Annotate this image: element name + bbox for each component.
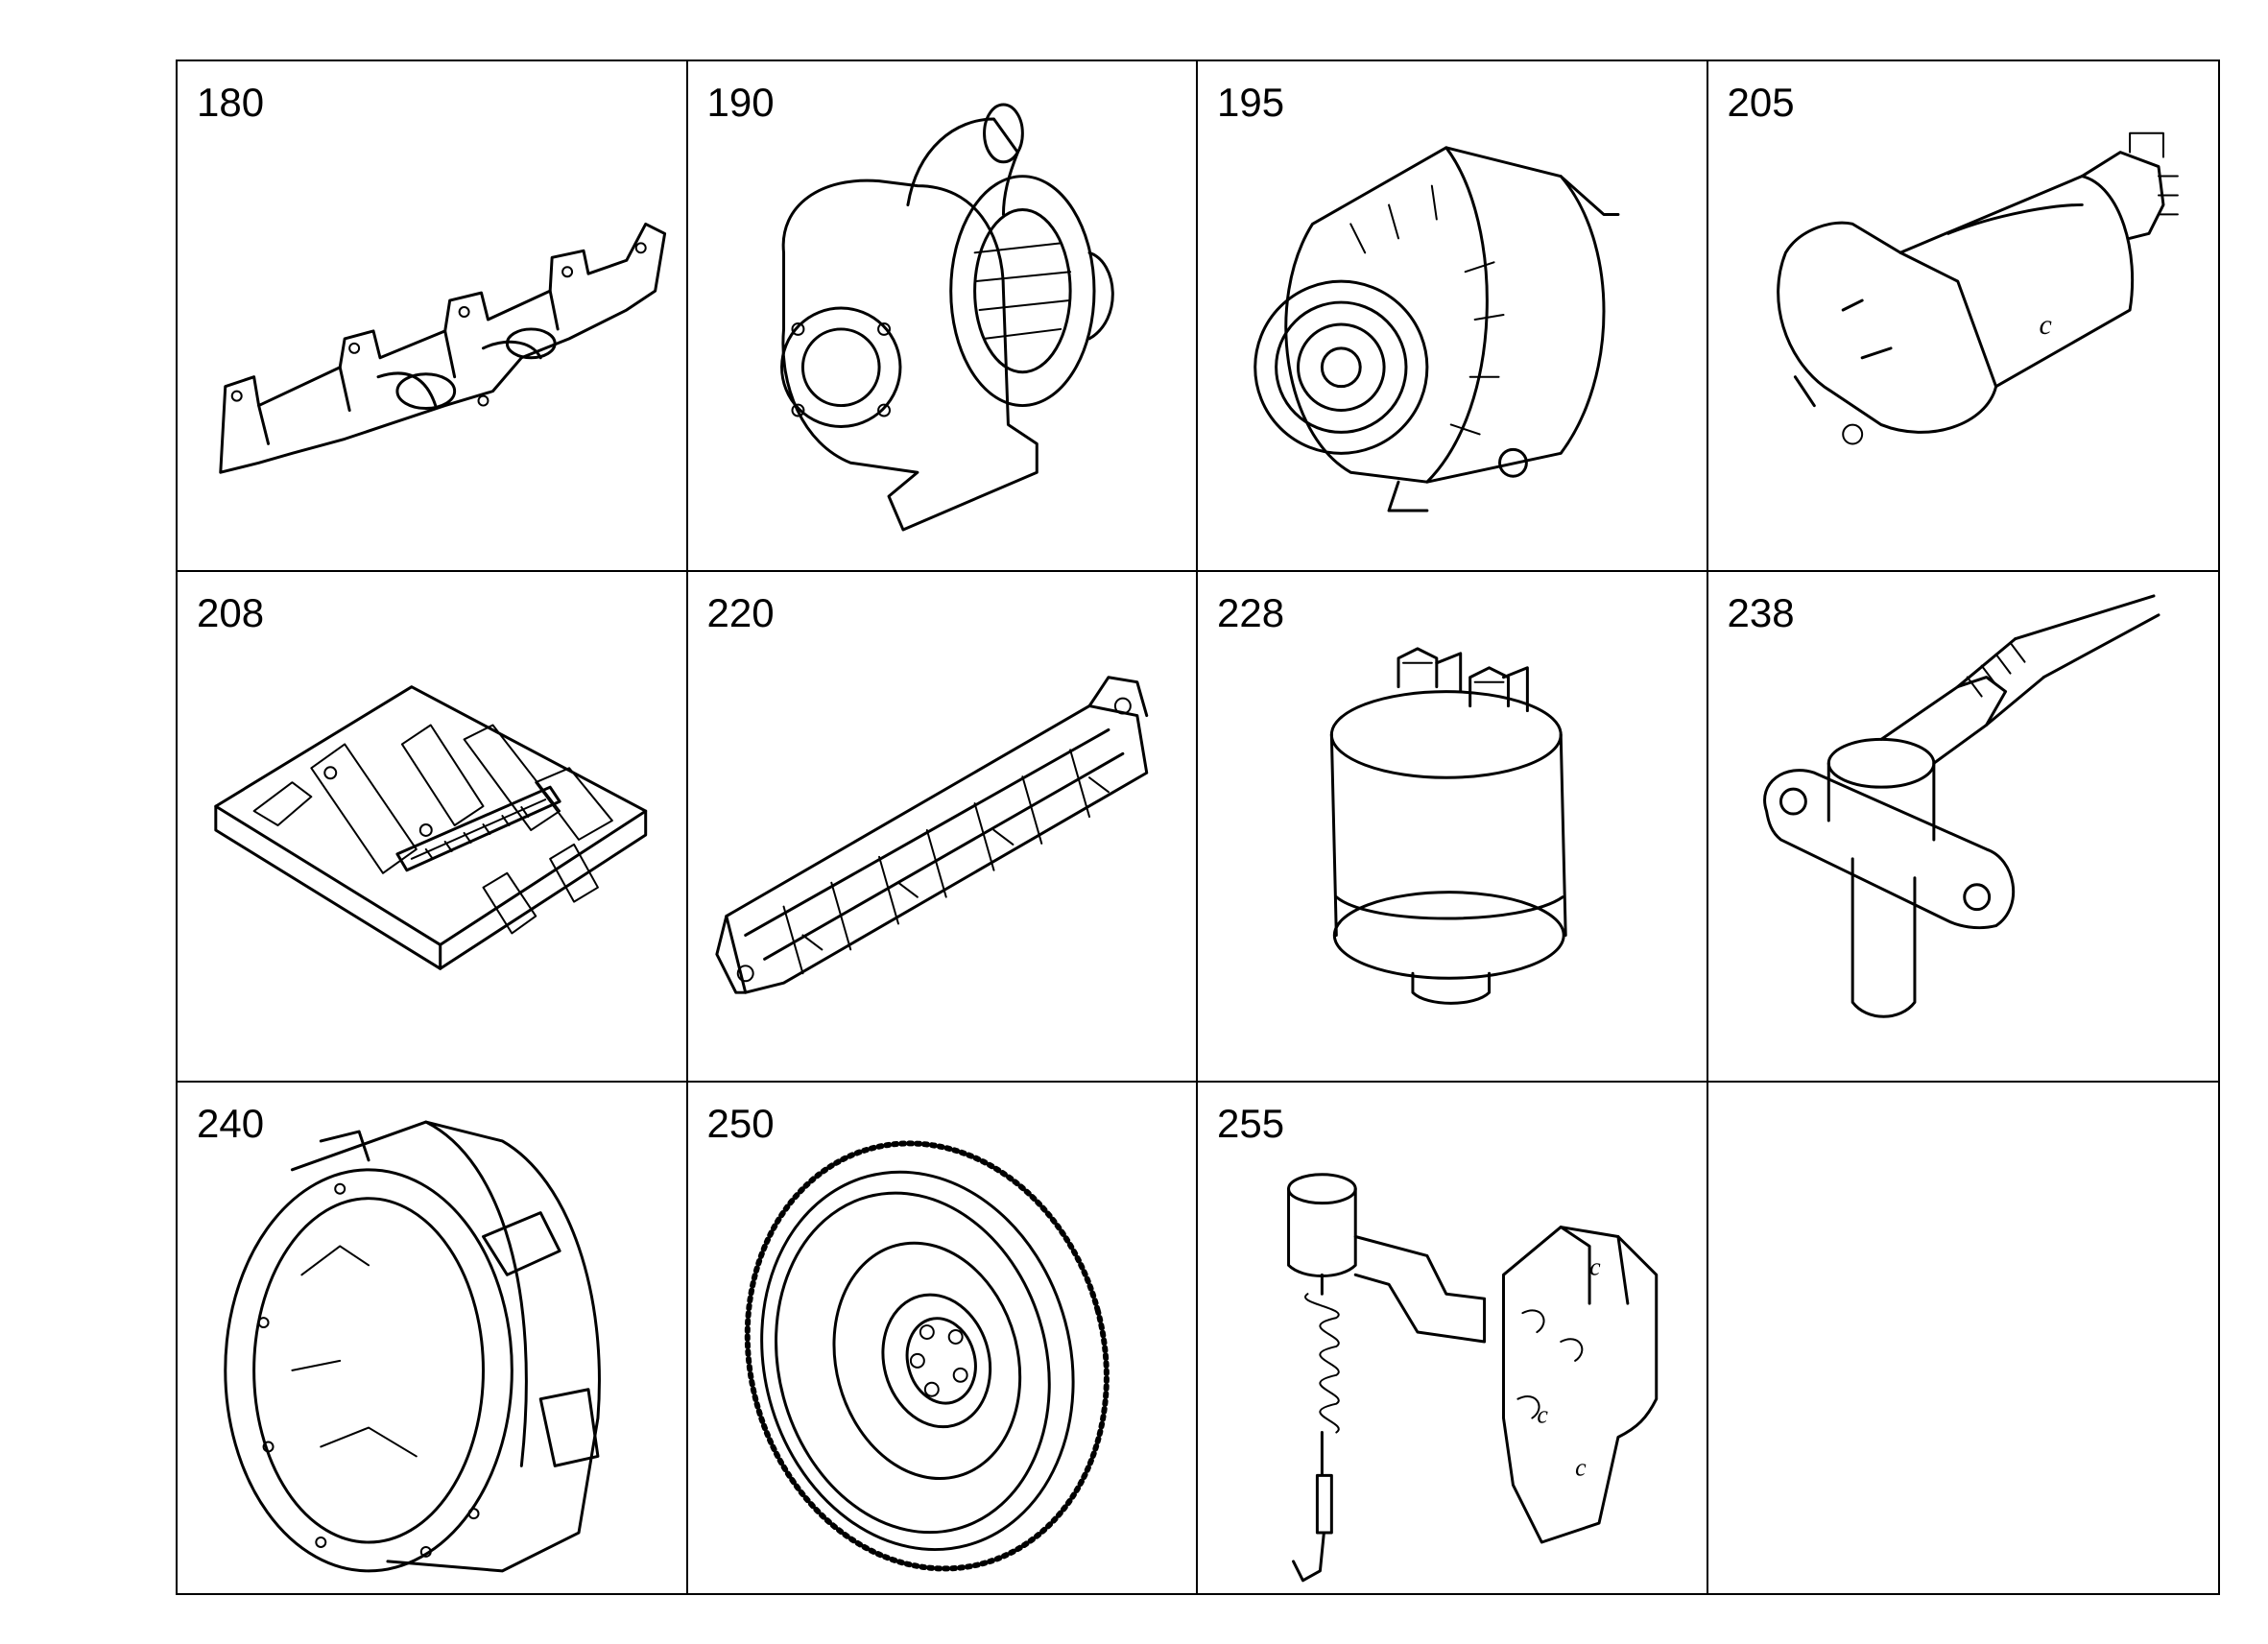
part-cell-205[interactable]: 205 c (1707, 61, 2218, 572)
turbocharger-icon (779, 103, 1114, 532)
part-cell-190[interactable]: 190 (687, 61, 1198, 572)
part-cell-220[interactable]: 220 (687, 572, 1198, 1083)
alternator-icon (1253, 146, 1620, 512)
pressure-sender-icon (1329, 647, 1567, 1005)
part-number: 228 (1217, 590, 1285, 635)
part-number: 208 (197, 590, 265, 635)
parts-grid: 180 190 195 (176, 60, 2220, 1595)
part-cell-240[interactable]: 240 (178, 1083, 688, 1593)
svg-text:c: c (2039, 309, 2051, 341)
part-cell-180[interactable]: 180 (178, 61, 688, 572)
control-unit-icon (214, 685, 648, 970)
svg-text:c: c (1589, 1252, 1601, 1280)
svg-text:c: c (1575, 1453, 1587, 1481)
part-number: 180 (197, 80, 265, 125)
part-cell-228[interactable]: 228 (1198, 572, 1708, 1083)
part-number: 255 (1217, 1101, 1285, 1146)
svg-text:c: c (1537, 1401, 1548, 1429)
exhaust-manifold-icon (219, 222, 667, 474)
part-number: 220 (706, 590, 775, 635)
flywheel-icon (744, 1140, 1110, 1572)
part-number: 250 (706, 1101, 775, 1146)
speed-sensor-icon (1762, 594, 2160, 1018)
part-cell-250[interactable]: 250 (688, 1083, 1198, 1593)
flywheel-housing-icon (224, 1120, 601, 1573)
part-cell-195[interactable]: 195 (1198, 61, 1708, 572)
starter-motor-icon: c (1776, 131, 2179, 445)
part-number: 240 (197, 1101, 265, 1146)
empty-cell (1708, 1083, 2219, 1593)
intake-manifold-icon (714, 676, 1148, 994)
part-number: 238 (1727, 590, 1795, 635)
part-number: 195 (1217, 80, 1285, 125)
oil-filter-bracket-icon: c c c (1287, 1173, 1659, 1583)
part-number: 190 (706, 80, 775, 125)
part-cell-208[interactable]: 208 (178, 572, 688, 1083)
part-cell-238[interactable]: 238 (1707, 572, 2218, 1083)
part-number: 205 (1727, 80, 1795, 125)
part-cell-255[interactable]: 255 c c c (1198, 1083, 1708, 1593)
